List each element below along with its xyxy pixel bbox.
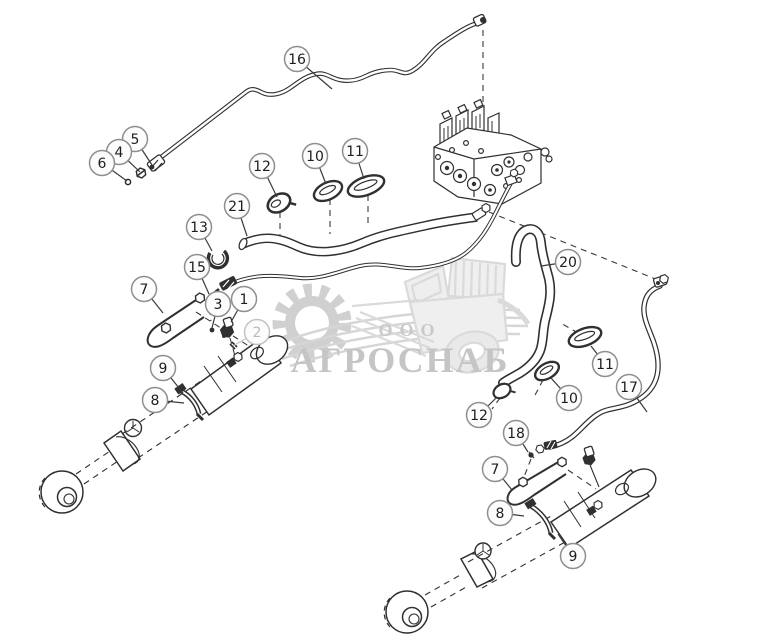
clip-12-right: [492, 382, 516, 400]
callout-16: 16: [283, 45, 311, 73]
callout-20: 20: [554, 248, 582, 276]
callout-number-10: 10: [306, 149, 324, 165]
callout-21: 21: [223, 192, 251, 220]
callout-number-21: 21: [228, 199, 246, 215]
pin-3: [209, 327, 215, 333]
watermark-company-prefix: ООО: [378, 320, 441, 340]
callout-number-5: 5: [131, 132, 140, 148]
callout-number-11: 11: [346, 144, 364, 160]
callout-number-15: 15: [188, 260, 206, 276]
callout-number-16: 16: [288, 52, 306, 68]
part-5-ferrule: [149, 164, 155, 170]
callout-number-18: 18: [507, 426, 525, 442]
callout-number-4: 4: [115, 145, 124, 161]
callout-13: 13: [185, 213, 213, 241]
callout-number-12: 12: [253, 159, 271, 175]
callout-10: 10: [555, 384, 583, 412]
hose-17-elbow-fitting: [652, 273, 671, 288]
callout-number-2: 2: [253, 325, 262, 341]
callout-8: 8: [141, 386, 169, 414]
callout-6: 6: [88, 149, 116, 177]
pin-18: [528, 451, 535, 459]
part-4-nut: [134, 166, 148, 180]
callout-number-12: 12: [470, 408, 488, 424]
callout-10: 10: [301, 142, 329, 170]
elbow-fitting-right: [581, 445, 600, 488]
callout-2: 2: [243, 318, 271, 346]
clamp-13: [206, 249, 230, 270]
hose-21: [238, 201, 493, 251]
callout-1: 1: [230, 285, 258, 313]
callout-11: 11: [341, 137, 369, 165]
callout-7: 7: [130, 275, 158, 303]
callout-15: 15: [183, 253, 211, 281]
callout-8: 8: [486, 499, 514, 527]
callout-number-7: 7: [140, 282, 149, 298]
tube-16-upper-fitting: [472, 13, 487, 27]
callout-7: 7: [481, 455, 509, 483]
u-bolt-7-left: [146, 290, 208, 348]
callout-3: 3: [204, 290, 232, 318]
control-valve-assembly: [433, 98, 553, 205]
hose-17-lower-fitting: [534, 439, 558, 455]
watermark-company-name: АГРОСНАБ: [291, 340, 510, 380]
callout-number-8: 8: [496, 506, 505, 522]
callout-number-20: 20: [559, 255, 577, 271]
left-cylinder: [38, 335, 289, 514]
grommet-11-top: [346, 174, 386, 198]
grommet-11-right: [567, 325, 603, 349]
callout-number-3: 3: [214, 297, 223, 313]
callout-17: 17: [615, 373, 643, 401]
grommet-12-top: [266, 192, 297, 214]
harvester-icon: [351, 256, 531, 374]
assembly-centerlines: [195, 30, 659, 490]
callout-9: 9: [559, 542, 587, 570]
hose-21-open-end: [238, 237, 248, 251]
grommet-10-right: [533, 360, 561, 382]
hose-17: [534, 273, 671, 455]
callout-number-7: 7: [491, 462, 500, 478]
hose-15-valve-elbow: [504, 167, 520, 187]
callout-number-1: 1: [240, 292, 249, 308]
right-cylinder: [383, 468, 657, 634]
callout-12: 12: [248, 152, 276, 180]
callout-number-9: 9: [569, 549, 578, 565]
hose-21-end-fitting: [471, 201, 493, 221]
u-bolt-7-right: [506, 455, 569, 506]
callout-18: 18: [502, 419, 530, 447]
grommet-10-top: [312, 179, 344, 203]
callout-11: 11: [591, 350, 619, 378]
callout-12: 12: [465, 401, 493, 429]
callout-number-13: 13: [190, 220, 208, 236]
callout-number-8: 8: [151, 393, 160, 409]
callout-9: 9: [149, 354, 177, 382]
callout-number-11: 11: [596, 357, 614, 373]
callout-number-10: 10: [560, 391, 578, 407]
callout-number-9: 9: [159, 361, 168, 377]
callout-number-6: 6: [98, 156, 107, 172]
tube-16: [124, 13, 487, 186]
watermark: ООО АГРОСНАБ: [272, 256, 531, 380]
callout-number-17: 17: [620, 380, 638, 396]
